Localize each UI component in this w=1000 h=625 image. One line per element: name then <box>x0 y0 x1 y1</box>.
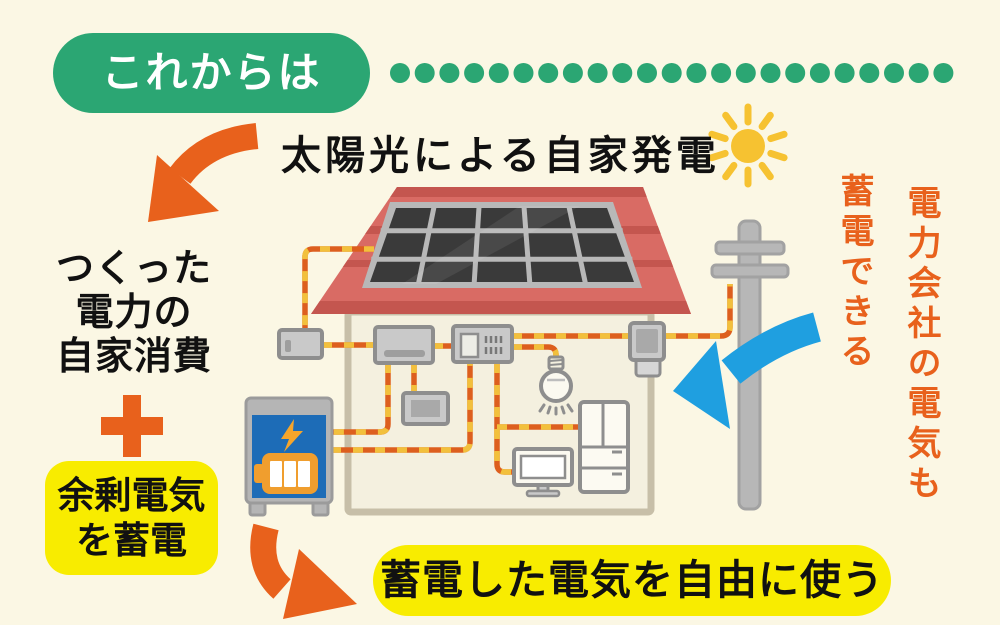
battery-unit <box>244 396 334 517</box>
power-conditioner <box>373 325 435 365</box>
solar-panel <box>362 202 642 288</box>
ceiling-light-icon <box>538 355 574 416</box>
arrow-to-consumption-icon <box>148 123 259 222</box>
arrow-to-usage-icon <box>250 523 357 619</box>
devices <box>277 321 666 498</box>
battery-icon <box>254 453 318 494</box>
monitor-device <box>401 391 450 426</box>
power-meter <box>628 321 666 378</box>
tv-icon <box>512 447 574 498</box>
self-consumption-line-2: 電力の <box>75 290 193 334</box>
solar-generation-label: 太陽光による自家発電 <box>281 133 720 179</box>
usage-badge: 蓄電した電気を自由に使う <box>373 545 891 616</box>
headline-text: これからは <box>101 48 322 97</box>
headline-badge: これからは <box>53 33 370 113</box>
plus-icon <box>101 395 163 457</box>
self-consumption-line-3: 自家消費 <box>55 334 212 378</box>
lightning-icon <box>281 419 303 452</box>
arrow-from-grid-icon <box>673 312 822 429</box>
grid-storage-column-2: 蓄電できる <box>834 173 874 373</box>
outdoor-junction-box <box>277 328 324 360</box>
self-consumption-label: つくった 電力の 自家消費 <box>28 246 240 378</box>
wiring <box>302 246 733 475</box>
grid-storage-label: 電力会社の電気も 蓄電できる <box>830 173 946 523</box>
grid-storage-column-1: 電力会社の電気も <box>901 185 941 505</box>
surplus-storage-line-1: 余剰電気 <box>57 474 206 517</box>
dots-row <box>390 63 954 83</box>
refrigerator-icon <box>578 400 630 494</box>
surplus-storage-badge: 余剰電気 を蓄電 <box>45 461 218 575</box>
distribution-board <box>451 324 514 364</box>
surplus-storage-line-2: を蓄電 <box>76 519 187 562</box>
self-consumption-line-1: つくった <box>55 246 212 290</box>
sun-icon <box>708 103 788 188</box>
